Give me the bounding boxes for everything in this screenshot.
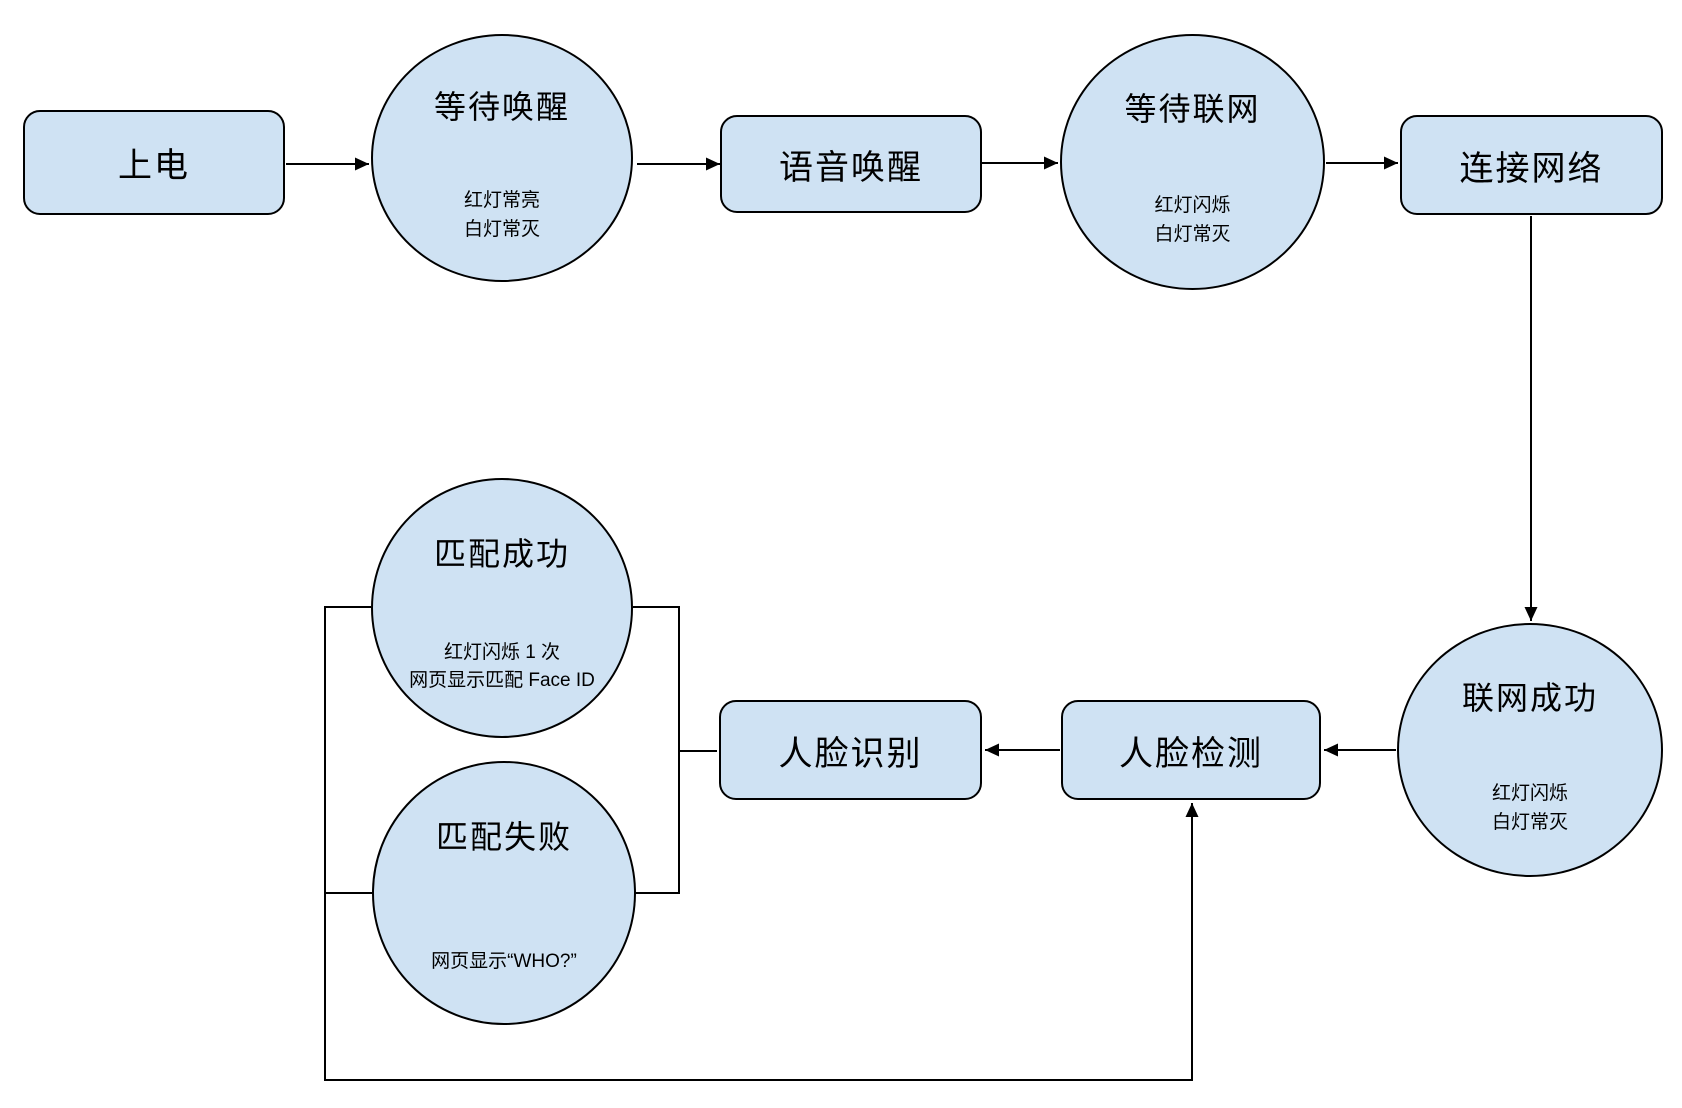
node-match-fail: 匹配失败 网页显示“WHO?”	[372, 761, 636, 1025]
circle-notes: 红灯常亮 白灯常灭	[373, 187, 631, 244]
circle-note-line: 红灯闪烁	[1491, 783, 1568, 804]
node-face-recognize: 人脸识别	[719, 700, 982, 800]
circle-note-line: 红灯常亮	[463, 190, 540, 212]
node-label: 语音唤醒	[779, 148, 923, 187]
circle-note-line: 白灯常灭	[1491, 811, 1568, 833]
node-label: 连接网络	[1459, 149, 1604, 188]
circle-note-line: 白灯常灭	[1154, 223, 1231, 245]
node-connect-network: 连接网络	[1400, 115, 1663, 215]
circle-note-line: 白灯常灭	[463, 218, 540, 240]
node-face-detect: 人脸检测	[1061, 700, 1321, 800]
circle-notes: 红灯闪烁 1 次 网页显示匹配 Face ID	[373, 639, 631, 696]
node-voice-wake: 语音唤醒	[720, 115, 982, 213]
circle-notes: 红灯闪烁 白灯常灭	[1062, 192, 1323, 249]
node-network-success: 联网成功 红灯闪烁 白灯常灭	[1397, 623, 1663, 877]
circle-note-line: 网页显示“WHO?”	[431, 950, 577, 972]
circle-title: 联网成功	[1461, 679, 1598, 716]
circle-title: 匹配成功	[433, 535, 570, 572]
circle-note-line: 红灯闪烁	[1154, 195, 1231, 217]
circle-note-line: 网页显示匹配 Face ID	[409, 670, 595, 692]
circle-title: 等待唤醒	[433, 89, 570, 126]
bracket-match-results	[633, 606, 680, 894]
node-match-success: 匹配成功 红灯闪烁 1 次 网页显示匹配 Face ID	[371, 478, 633, 738]
node-power-on: 上电	[23, 110, 285, 215]
circle-title: 等待联网	[1124, 90, 1261, 127]
node-wait-network: 等待联网 红灯闪烁 白灯常灭	[1060, 34, 1325, 290]
circle-note-line: 红灯闪烁 1 次	[443, 641, 561, 663]
circle-title: 匹配失败	[435, 819, 572, 856]
circle-notes: 网页显示“WHO?”	[374, 948, 634, 977]
node-label: 人脸检测	[1119, 734, 1263, 773]
loop-match-success-to-face-detect	[324, 606, 1199, 1081]
node-label: 上电	[118, 147, 190, 185]
circle-notes: 红灯闪烁 白灯常灭	[1399, 780, 1661, 837]
node-wait-wake: 等待唤醒 红灯常亮 白灯常灭	[371, 34, 633, 282]
node-label: 人脸识别	[778, 734, 923, 773]
